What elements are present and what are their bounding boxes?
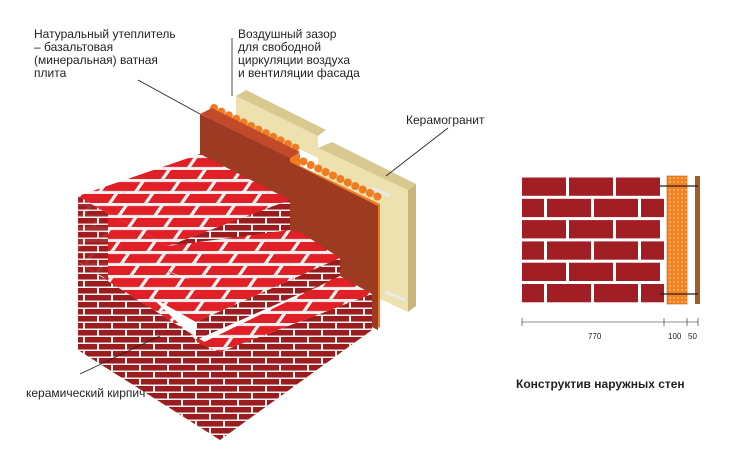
facade-panel-top <box>318 142 416 190</box>
facade-panel-upper <box>236 96 318 158</box>
section-brick <box>522 220 566 239</box>
section-facade <box>695 176 700 304</box>
insulation-bump <box>299 157 308 166</box>
label-air-gap: Воздушный зазор для свободной циркуляции… <box>238 27 360 80</box>
insulation-bump <box>358 185 367 194</box>
section-brick <box>547 198 591 218</box>
brick-top-upper <box>78 154 290 246</box>
insulation-bump <box>366 189 374 197</box>
leader-brick <box>79 335 161 375</box>
insulation-bump <box>351 182 360 190</box>
label-insulation: Натуральный утеплитель – базальтовая (ми… <box>34 27 176 80</box>
dim-insulation: 100 <box>668 332 682 341</box>
anchor-rod <box>371 186 391 198</box>
insulation-bump <box>321 168 330 176</box>
insulation-bump <box>343 178 352 187</box>
section-brick <box>594 198 638 218</box>
label-brick: керамический кирпич <box>26 386 146 400</box>
insulation-bump <box>329 171 337 180</box>
wall-core-top <box>200 108 300 158</box>
section-mortar-right <box>664 176 666 304</box>
section-brick <box>547 241 591 260</box>
anchor-rod <box>384 290 406 302</box>
insulation-bump <box>314 164 323 173</box>
label-porcelain: Керамогранит <box>406 113 485 127</box>
section-brick-wall <box>522 177 664 303</box>
section-brick <box>594 284 638 303</box>
insulation-bump <box>292 154 300 162</box>
facade-panel-upper-top <box>236 90 326 136</box>
brick-right-face <box>220 294 372 440</box>
section-brick <box>522 262 566 281</box>
section-brick <box>616 262 660 281</box>
brick-top-step3 <box>200 276 372 352</box>
section-brick <box>522 284 544 303</box>
section-brick <box>522 177 566 196</box>
leader-porcelain <box>385 127 449 177</box>
brick-front-face <box>78 262 220 440</box>
dim-brick: 770 <box>588 332 602 341</box>
section-brick <box>569 220 613 239</box>
section-brick <box>547 284 591 303</box>
brick-top-left <box>78 196 220 352</box>
section-insulation <box>666 175 688 305</box>
section-brick <box>641 241 664 260</box>
insulation-bump <box>373 192 382 201</box>
section-brick <box>569 177 613 196</box>
leader-insulation <box>137 79 201 115</box>
section-brick <box>522 198 544 218</box>
brick-top-step2 <box>150 232 340 322</box>
section-brick <box>616 220 660 239</box>
section-title: Конструктив наружных стен <box>516 377 685 391</box>
section-brick <box>522 241 544 260</box>
insulation-bump <box>306 161 315 169</box>
section-brick <box>641 284 664 303</box>
section-brick <box>641 198 664 218</box>
brick-top-middle <box>108 230 300 282</box>
section-brick <box>569 262 613 281</box>
section-brick <box>616 177 660 196</box>
dim-facade: 50 <box>688 332 697 341</box>
brick-left-side <box>78 196 108 280</box>
insulation-bump <box>336 175 345 183</box>
brick-step-riser-2 <box>196 258 340 340</box>
facade-panel-edge <box>408 184 416 312</box>
section-brick <box>594 241 638 260</box>
